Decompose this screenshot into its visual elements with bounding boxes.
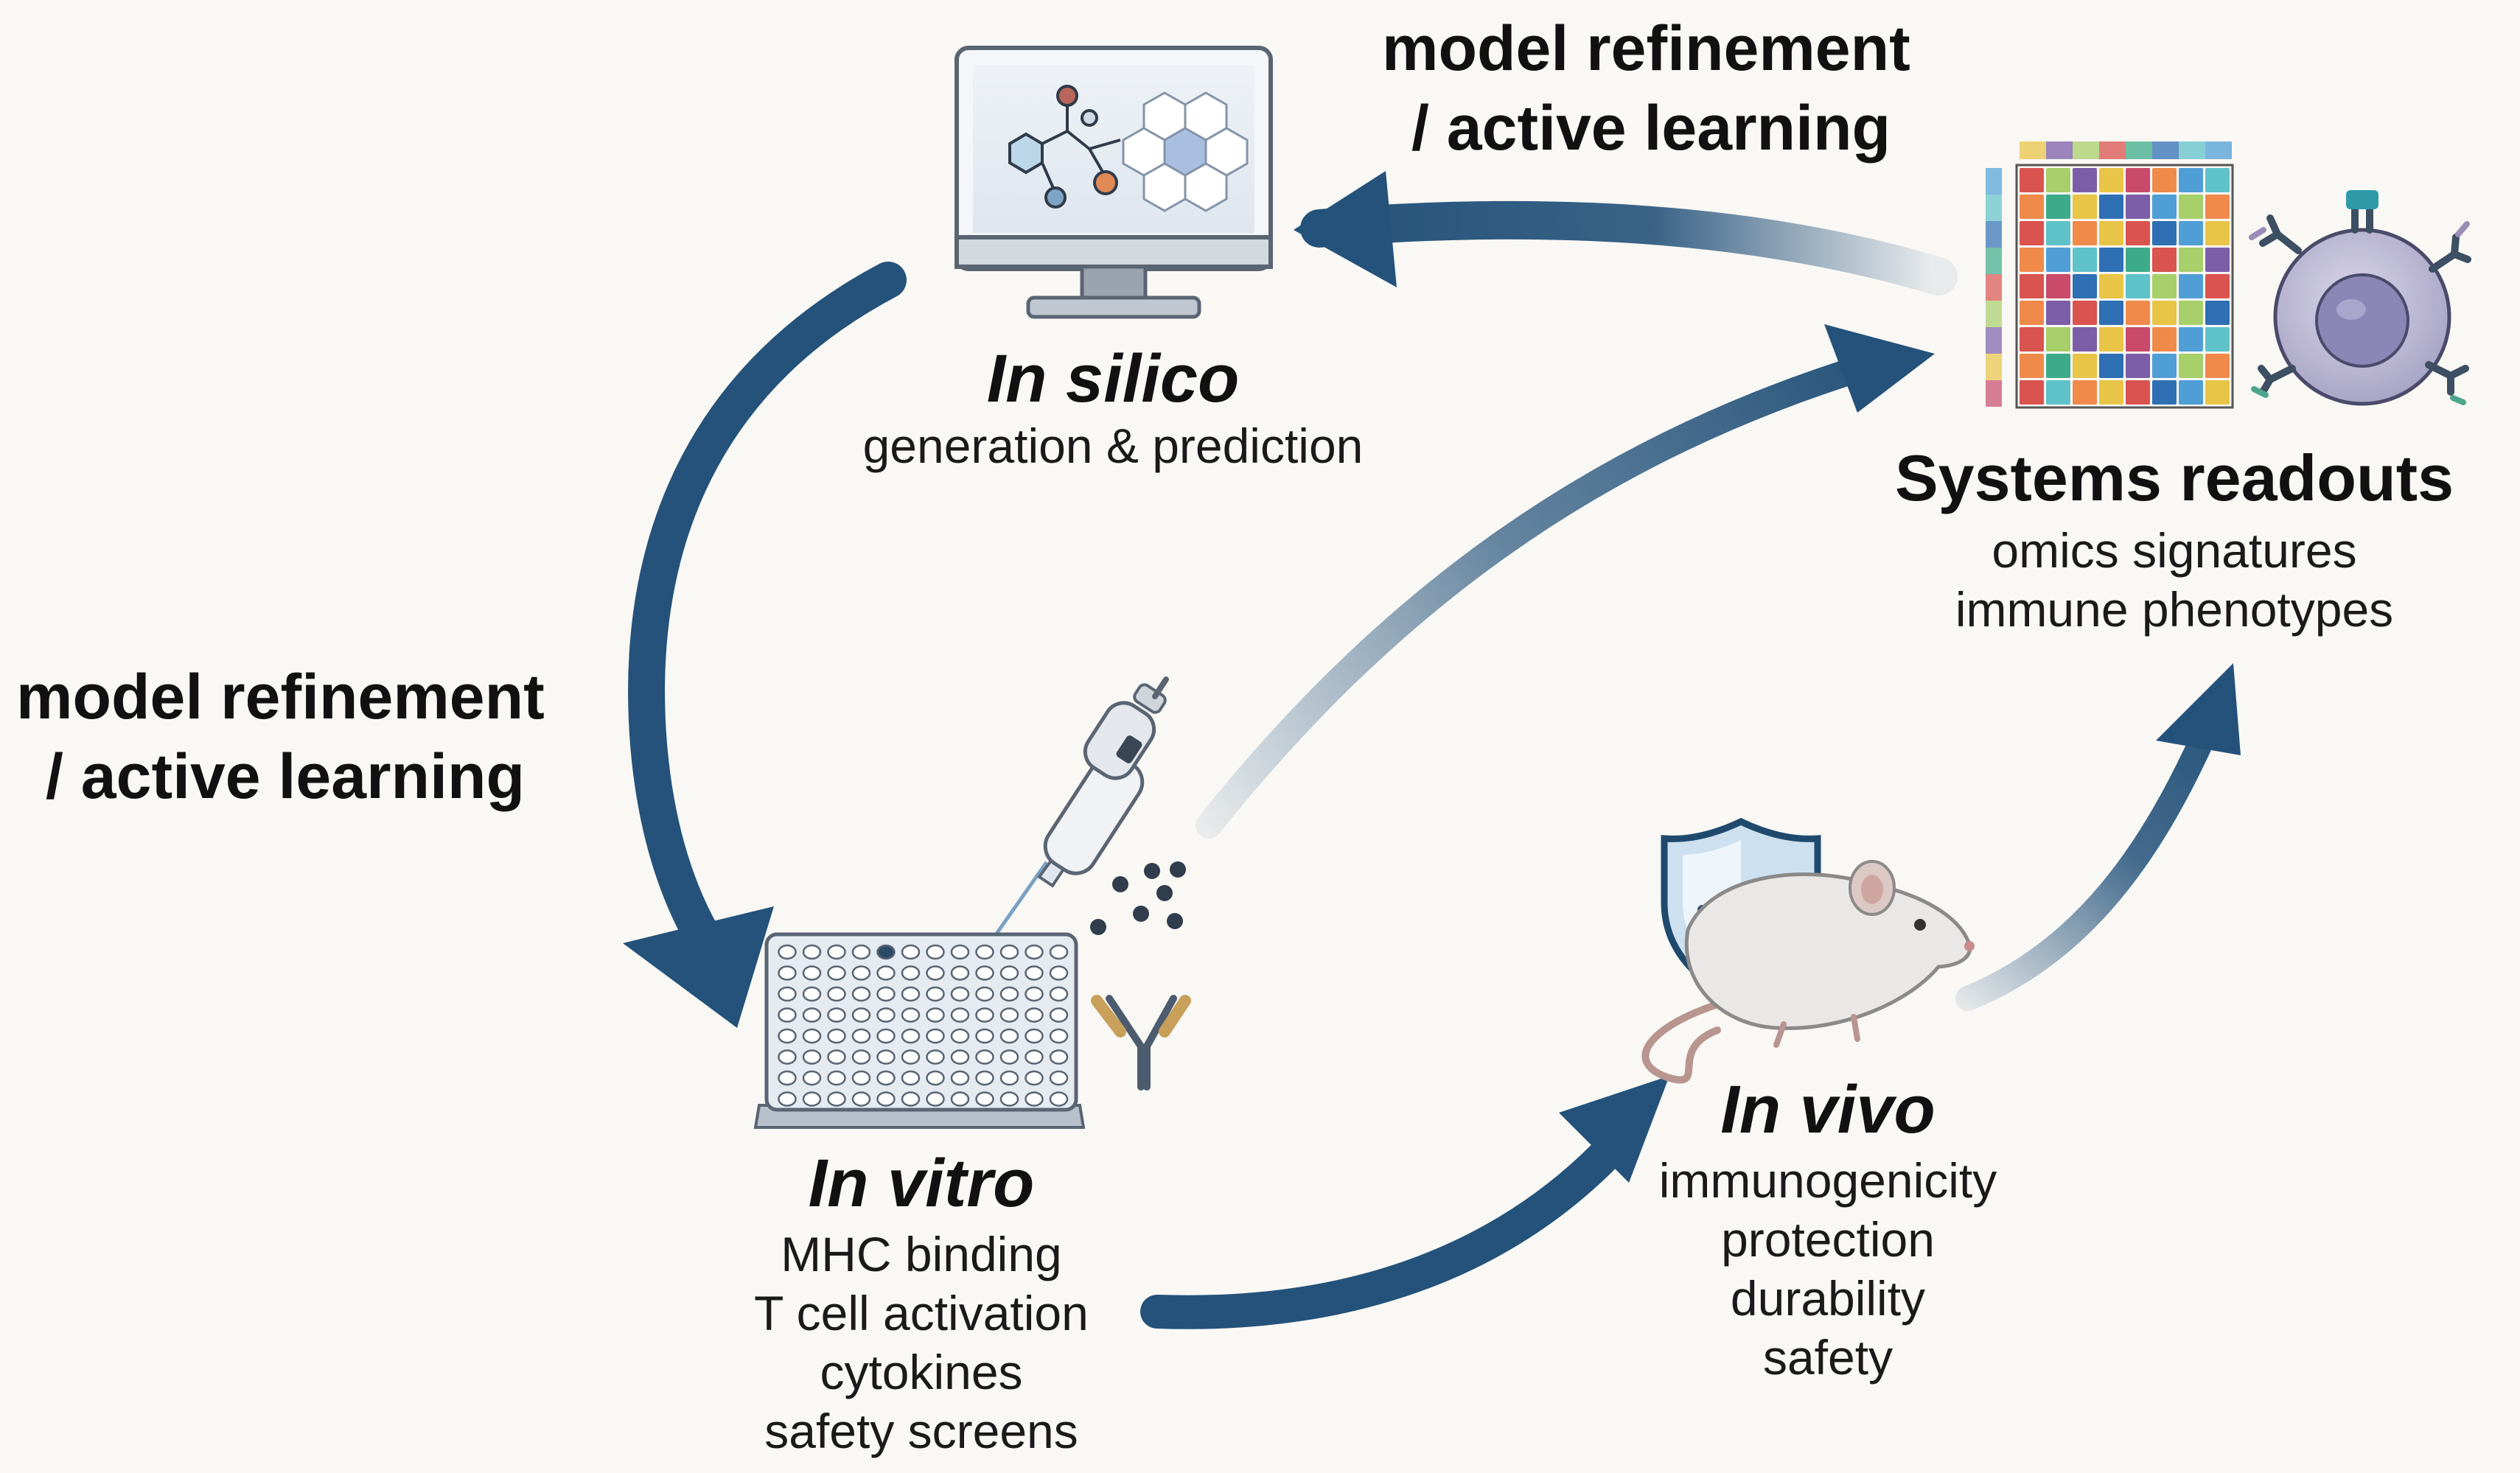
- node-in-vitro: In vitro MHC binding T cell activation c…: [663, 1150, 1179, 1460]
- pipette-icon: [993, 676, 1169, 937]
- well-plate-icon: [753, 932, 1086, 1129]
- node-in-vitro-title: In vitro: [808, 1146, 1035, 1221]
- node-systems-title: Systems readouts: [1894, 441, 2454, 514]
- loop-label-left-line-1: model refinement: [16, 662, 545, 732]
- node-in-vivo: In vivo immunogenicity protection durabi…: [1592, 1076, 2064, 1387]
- loop-label-top-line-1: model refinement: [1382, 13, 1910, 84]
- node-in-silico-subtitle: generation & prediction: [862, 419, 1364, 473]
- mouse-icon: [1641, 860, 1975, 1084]
- feedback-arrow-top: [1294, 171, 1958, 295]
- node-in-vivo-line-3: durability: [1730, 1271, 1926, 1326]
- hexagon-lattice-icon: [1122, 91, 1249, 212]
- arrow-invitro-to-invivo: [1140, 1076, 1669, 1329]
- loop-label-left: model refinement / active learning: [16, 657, 545, 816]
- feedback-arrow-left: [623, 262, 907, 1028]
- loop-label-top-line-2: / active learning: [1411, 93, 1891, 164]
- node-in-vivo-line-4: safety: [1762, 1330, 1894, 1385]
- node-in-vitro-line-4: safety screens: [764, 1404, 1078, 1458]
- node-systems-readouts: Systems readouts omics signatures immune…: [1872, 446, 2477, 639]
- loop-label-top: model refinement / active learning: [1382, 9, 1910, 168]
- node-in-vivo-title: In vivo: [1720, 1072, 1936, 1147]
- node-in-silico: In silico generation & prediction: [818, 345, 1408, 470]
- node-in-silico-title: In silico: [986, 341, 1240, 416]
- node-in-vitro-line-2: T cell activation: [754, 1286, 1089, 1340]
- node-in-vivo-line-2: protection: [1721, 1212, 1935, 1267]
- loop-label-left-line-2: / active learning: [46, 741, 526, 812]
- heatmap-icon: [1986, 141, 2234, 409]
- node-in-vitro-line-1: MHC binding: [781, 1227, 1062, 1281]
- node-in-vivo-line-1: immunogenicity: [1658, 1153, 1997, 1208]
- arrow-invitro-to-systems: [1196, 324, 1935, 839]
- arrow-invivo-to-systems: [1955, 663, 2241, 1011]
- particle-dots: [1090, 861, 1186, 935]
- node-in-vitro-line-3: cytokines: [820, 1345, 1023, 1399]
- node-systems-line-1: omics signatures: [1992, 523, 2357, 578]
- node-systems-line-2: immune phenotypes: [1955, 582, 2394, 637]
- immune-cell-icon: [2249, 190, 2471, 406]
- antibody-icon: [1091, 995, 1191, 1091]
- molecule-icon: [1008, 85, 1121, 209]
